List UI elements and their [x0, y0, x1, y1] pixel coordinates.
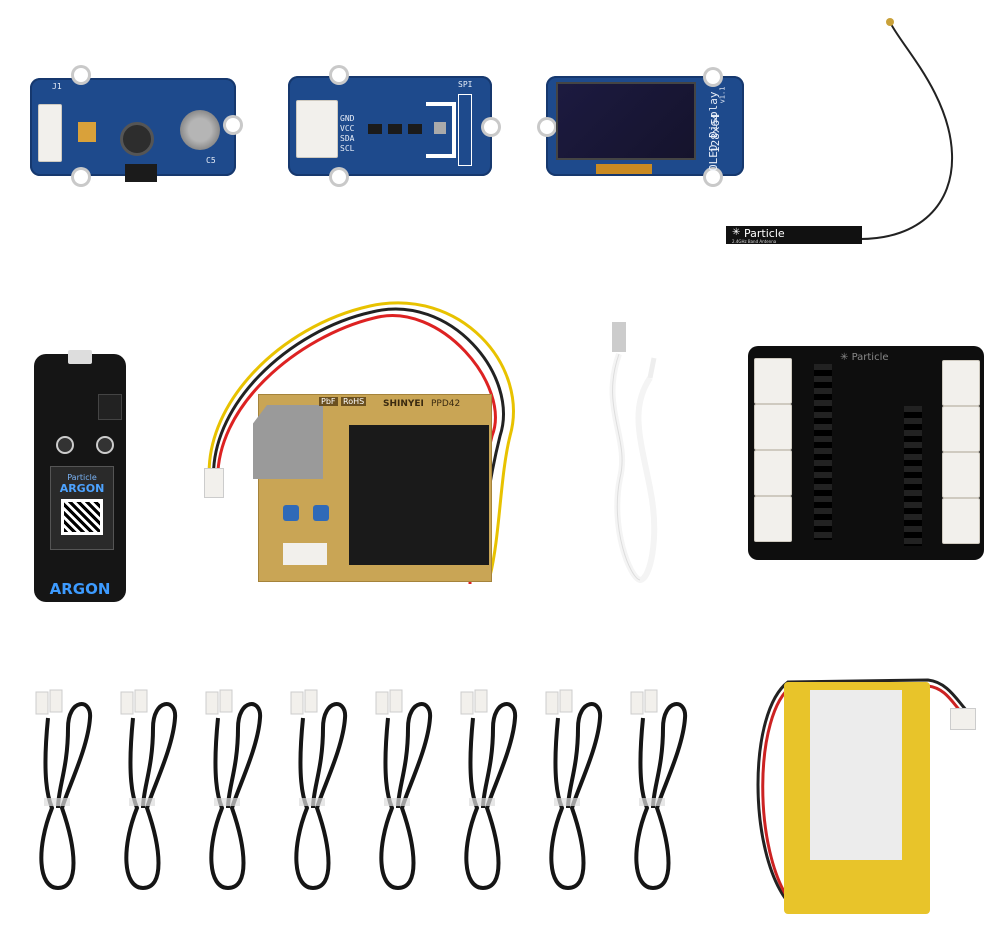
- transistor: [368, 124, 382, 134]
- grove-cable-shape: [630, 689, 688, 891]
- grove-cable: [198, 688, 278, 894]
- grove-connector: [38, 104, 62, 162]
- spi-header: [458, 94, 472, 166]
- grove-cable-shape: [120, 689, 178, 891]
- grove-cable-shape: [375, 689, 433, 891]
- grove-connector: [296, 100, 338, 158]
- pbf-mark: PbF: [319, 397, 338, 406]
- ic-chip: [125, 164, 157, 182]
- argon-module: Particle ARGON: [50, 466, 114, 550]
- pin-label: GND: [340, 114, 355, 123]
- battery-wires: [756, 678, 970, 905]
- grove-cable-shape: [35, 689, 93, 891]
- header-left: [814, 364, 832, 540]
- mount-hole: [74, 68, 88, 82]
- antenna-cable: [859, 18, 954, 240]
- mount-hole: [332, 170, 346, 184]
- mount-hole: [706, 70, 720, 84]
- battery-connector: [950, 708, 976, 730]
- label-u2: C5: [206, 156, 216, 165]
- usb-port: [68, 350, 92, 364]
- grove-port-i2c-1: [942, 498, 980, 544]
- dust-sensor: PbF RoHS SHINYEI PPD42: [253, 394, 492, 582]
- rohs-mark: RoHS: [341, 397, 367, 406]
- mount-hole: [74, 170, 88, 184]
- pin-label: SCL: [340, 144, 355, 153]
- potentiometer: [313, 505, 329, 521]
- usb-cable: [609, 322, 658, 584]
- spi-label: SPI: [458, 80, 473, 89]
- mount-hole: [706, 170, 720, 184]
- dust-sensor-brand: SHINYEI: [383, 399, 424, 409]
- grove-port-d4: [942, 406, 980, 452]
- reset-button: [96, 436, 114, 454]
- antenna-subtitle: 2.4GHz Band Antenna: [732, 239, 777, 244]
- grove-cable: [28, 688, 108, 894]
- argon-module-model: ARGON: [59, 482, 105, 495]
- transistor: [388, 124, 402, 134]
- potentiometer: [283, 505, 299, 521]
- battery-connector: [98, 394, 122, 420]
- oled-version: v1.1: [718, 86, 727, 104]
- argon-board: Particle ARGON ARGON: [34, 350, 126, 602]
- sensor-housing: [349, 425, 489, 565]
- antenna-brand: Particle: [744, 227, 785, 240]
- mode-button: [56, 436, 74, 454]
- oled-screen: [556, 82, 696, 160]
- header-right: [904, 406, 922, 546]
- gas-sensor-element: [180, 110, 220, 150]
- heater-shield: [253, 405, 323, 479]
- mount-hole: [226, 118, 240, 132]
- argon-footer: ARGON: [49, 580, 111, 598]
- pin-label: VCC: [340, 124, 355, 133]
- grove-port-a4: [754, 404, 792, 450]
- grove-cable-shape: [460, 689, 518, 891]
- env-sensor-module: GND VCC SDA SCL SPI: [288, 68, 498, 184]
- dust-sensor-model: PPD42: [431, 399, 461, 409]
- mount-hole: [540, 120, 554, 134]
- oled-display-module: OLED Display 128x64 v1.1: [540, 70, 744, 184]
- grove-port-i2c-2: [754, 496, 792, 542]
- grove-cable-shape: [205, 689, 263, 891]
- grove-port-a0: [942, 360, 980, 406]
- grove-cable-shape: [545, 689, 603, 891]
- pin-label: SDA: [340, 134, 355, 143]
- lipo-battery: [784, 682, 930, 914]
- argon-module-brand: Particle: [67, 473, 97, 482]
- grove-port-d2: [942, 452, 980, 498]
- cn1-connector: [283, 543, 327, 565]
- grove-cable: [538, 688, 618, 894]
- dust-sensor-connector: [204, 468, 224, 498]
- flex-cable: [596, 164, 652, 174]
- tantalum-capacitor: [78, 122, 96, 142]
- antenna-board: ✳ Particle 2.4GHz Band Antenna: [726, 226, 862, 244]
- label-j1: J1: [52, 82, 62, 91]
- mount-hole: [484, 120, 498, 134]
- grove-shield: ✳ Particle: [748, 346, 984, 560]
- grove-cable: [283, 688, 363, 894]
- transistor: [408, 124, 422, 134]
- gas-sensor-module: J1 C5: [30, 68, 240, 184]
- grove-cable: [113, 688, 193, 894]
- battery-label: [810, 690, 902, 860]
- bme280-chip: [434, 122, 446, 134]
- grove-cable: [453, 688, 533, 894]
- grove-port-uart: [754, 450, 792, 496]
- grove-cable: [623, 688, 703, 894]
- inductor: [120, 122, 154, 156]
- mount-hole: [332, 68, 346, 82]
- grove-port-a2: [754, 358, 792, 404]
- qr-code: [61, 499, 103, 535]
- grove-cable: [368, 688, 448, 894]
- sensor-keepout: [426, 102, 456, 158]
- grove-cable-shape: [290, 689, 348, 891]
- shield-brand: ✳ Particle: [840, 352, 889, 363]
- particle-logo-icon: ✳: [732, 227, 741, 238]
